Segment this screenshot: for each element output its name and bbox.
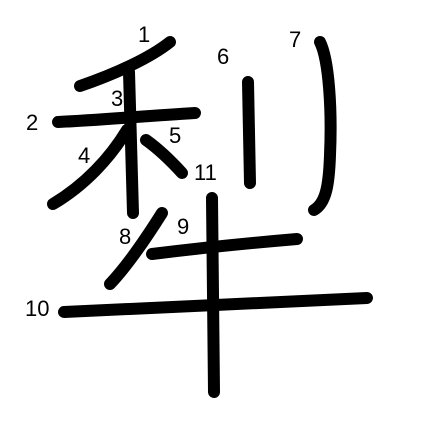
stroke-4: [47, 124, 133, 210]
stroke-number-11: 11: [194, 160, 217, 185]
stroke-number-4: 4: [78, 143, 90, 168]
stroke-8: [104, 207, 168, 290]
stroke-9: [146, 233, 303, 260]
stroke-number-3: 3: [111, 86, 123, 111]
stroke-3: [123, 66, 139, 219]
stroke-number-5: 5: [169, 123, 181, 148]
stroke-7: [308, 36, 337, 216]
stroke-number-6: 6: [217, 44, 229, 69]
stroke-11: [206, 192, 220, 398]
stroke-1: [74, 36, 176, 92]
stroke-number-2: 2: [26, 110, 38, 135]
stroke-6: [242, 76, 256, 189]
stroke-number-10: 10: [25, 296, 49, 321]
stroke-2: [52, 107, 201, 128]
stroke-number-1: 1: [138, 22, 150, 47]
stroke-5: [140, 134, 188, 179]
stroke-number-7: 7: [289, 27, 301, 52]
stroke-number-8: 8: [119, 224, 131, 249]
stroke-number-9: 9: [177, 214, 189, 239]
